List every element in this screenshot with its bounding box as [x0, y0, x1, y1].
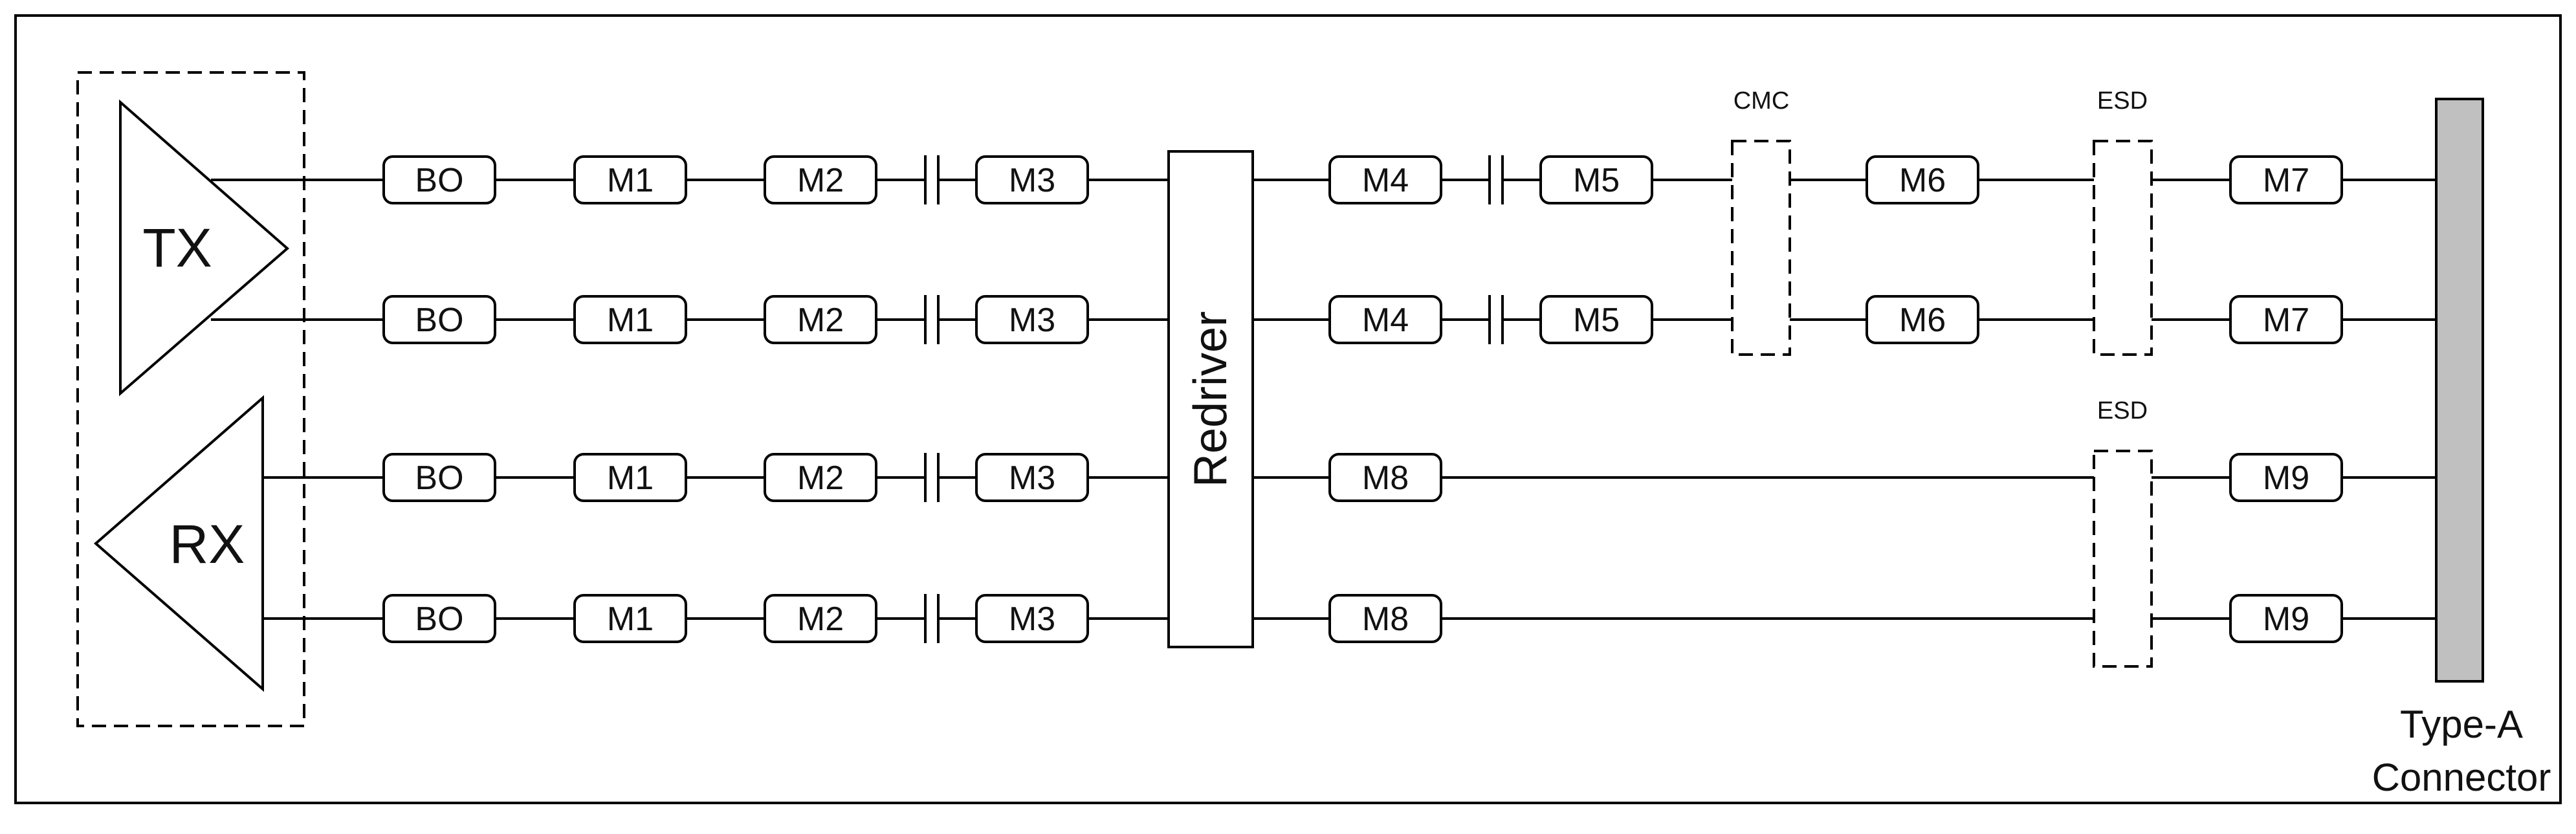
- transceiver-dashed-boundary: [76, 71, 305, 727]
- esd-top-label: ESD: [2097, 87, 2148, 115]
- lane-4-bo-left-label: BO: [415, 600, 463, 638]
- lane-4-m2-left-label: M2: [797, 600, 844, 638]
- lane-4-m9-box: [2229, 594, 2343, 643]
- lane-3-m3-left-box: [975, 453, 1089, 502]
- lane-1-bo-left-label: BO: [415, 162, 463, 199]
- redriver-label: Redriver: [1185, 311, 1237, 487]
- lane-2-m7-label: M7: [2263, 302, 2309, 339]
- lane-1-m3-left-box: [975, 155, 1089, 204]
- signal-wires: [211, 179, 2436, 620]
- lane-4-m3-left-label: M3: [1009, 600, 1055, 638]
- lane-2-m2-left-label: M2: [797, 302, 844, 339]
- lane-3-m2-left-label: M2: [797, 459, 844, 497]
- lane-2-m6-label: M6: [1899, 302, 1946, 339]
- lane-1-m7-label: M7: [2263, 162, 2309, 199]
- connector-label-line2: Connector: [2372, 756, 2551, 799]
- lane-2-m4-box: [1328, 295, 1442, 344]
- lane-2-m5-box: [1539, 295, 1653, 344]
- lane-1-m7-box: [2229, 155, 2343, 204]
- lane-1-m6-box: [1866, 155, 1979, 204]
- lane-2-m7-box: [2229, 295, 2343, 344]
- lane-3-m2-left-box: [764, 453, 877, 502]
- lane-1-m2-left-box: [764, 155, 877, 204]
- tx-driver-triangle: [119, 99, 290, 397]
- lane-4-bo-left-box: [382, 594, 496, 643]
- lane-1-m4-label: M4: [1362, 162, 1409, 199]
- esd-bottom-label: ESD: [2097, 397, 2148, 424]
- rx-label: RX: [170, 514, 245, 575]
- lane-4-m2-left-box: [764, 594, 877, 643]
- outer-frame: [14, 14, 2562, 804]
- lane-1-m4-box: [1328, 155, 1442, 204]
- lane-3-m8-box: [1328, 453, 1442, 502]
- lane-4-m3-left-box: [975, 594, 1089, 643]
- cmc-label: CMC: [1734, 87, 1790, 115]
- lane-4-m1-left-label: M1: [607, 600, 654, 638]
- lane-2-m2-left-box: [764, 295, 877, 344]
- lane-2-m1-left-label: M1: [607, 302, 654, 339]
- redriver-block: [1167, 150, 1254, 648]
- lane-3-m3-left-label: M3: [1009, 459, 1055, 497]
- cmc-dashed-box: [1731, 140, 1791, 356]
- lane-2-m6-box: [1866, 295, 1979, 344]
- lane-3-m9-label: M9: [2263, 459, 2309, 497]
- esd-bottom-dashed-box: [2093, 450, 2153, 668]
- tx-label: TX: [142, 217, 212, 278]
- lane-1-m1-left-label: M1: [607, 162, 654, 199]
- lane-3-m1-left-box: [573, 453, 687, 502]
- lane-2-bo-left-label: BO: [415, 302, 463, 339]
- lane-2-m3-left-label: M3: [1009, 302, 1055, 339]
- lane-4-m1-left-box: [573, 594, 687, 643]
- lane-3-bo-left-box: [382, 453, 496, 502]
- connector-label-line1: Type-A: [2400, 703, 2523, 746]
- lane-4-m8-label: M8: [1362, 600, 1409, 638]
- lane-1-m2-left-label: M2: [797, 162, 844, 199]
- lane-2-m4-label: M4: [1362, 302, 1409, 339]
- lane-4-m8-box: [1328, 594, 1442, 643]
- lane-3-bo-left-label: BO: [415, 459, 463, 497]
- esd-top-dashed-box: [2093, 140, 2153, 356]
- lane-3-m8-label: M8: [1362, 459, 1409, 497]
- lane-1-bo-left-box: [382, 155, 496, 204]
- lane-1-m3-left-label: M3: [1009, 162, 1055, 199]
- rx-receiver-triangle: [93, 395, 264, 692]
- lane-3-m1-left-label: M1: [607, 459, 654, 497]
- lane-1-m1-left-box: [573, 155, 687, 204]
- lane-3-m9-box: [2229, 453, 2343, 502]
- lane-1-m6-label: M6: [1899, 162, 1946, 199]
- lane-2-m5-label: M5: [1573, 302, 1620, 339]
- type-a-connector-bar: [2435, 98, 2484, 683]
- lane-2-m3-left-box: [975, 295, 1089, 344]
- lane-1-m5-box: [1539, 155, 1653, 204]
- lane-1-m5-label: M5: [1573, 162, 1620, 199]
- lane-2-m1-left-box: [573, 295, 687, 344]
- lane-2-bo-left-box: [382, 295, 496, 344]
- lane-4-m9-label: M9: [2263, 600, 2309, 638]
